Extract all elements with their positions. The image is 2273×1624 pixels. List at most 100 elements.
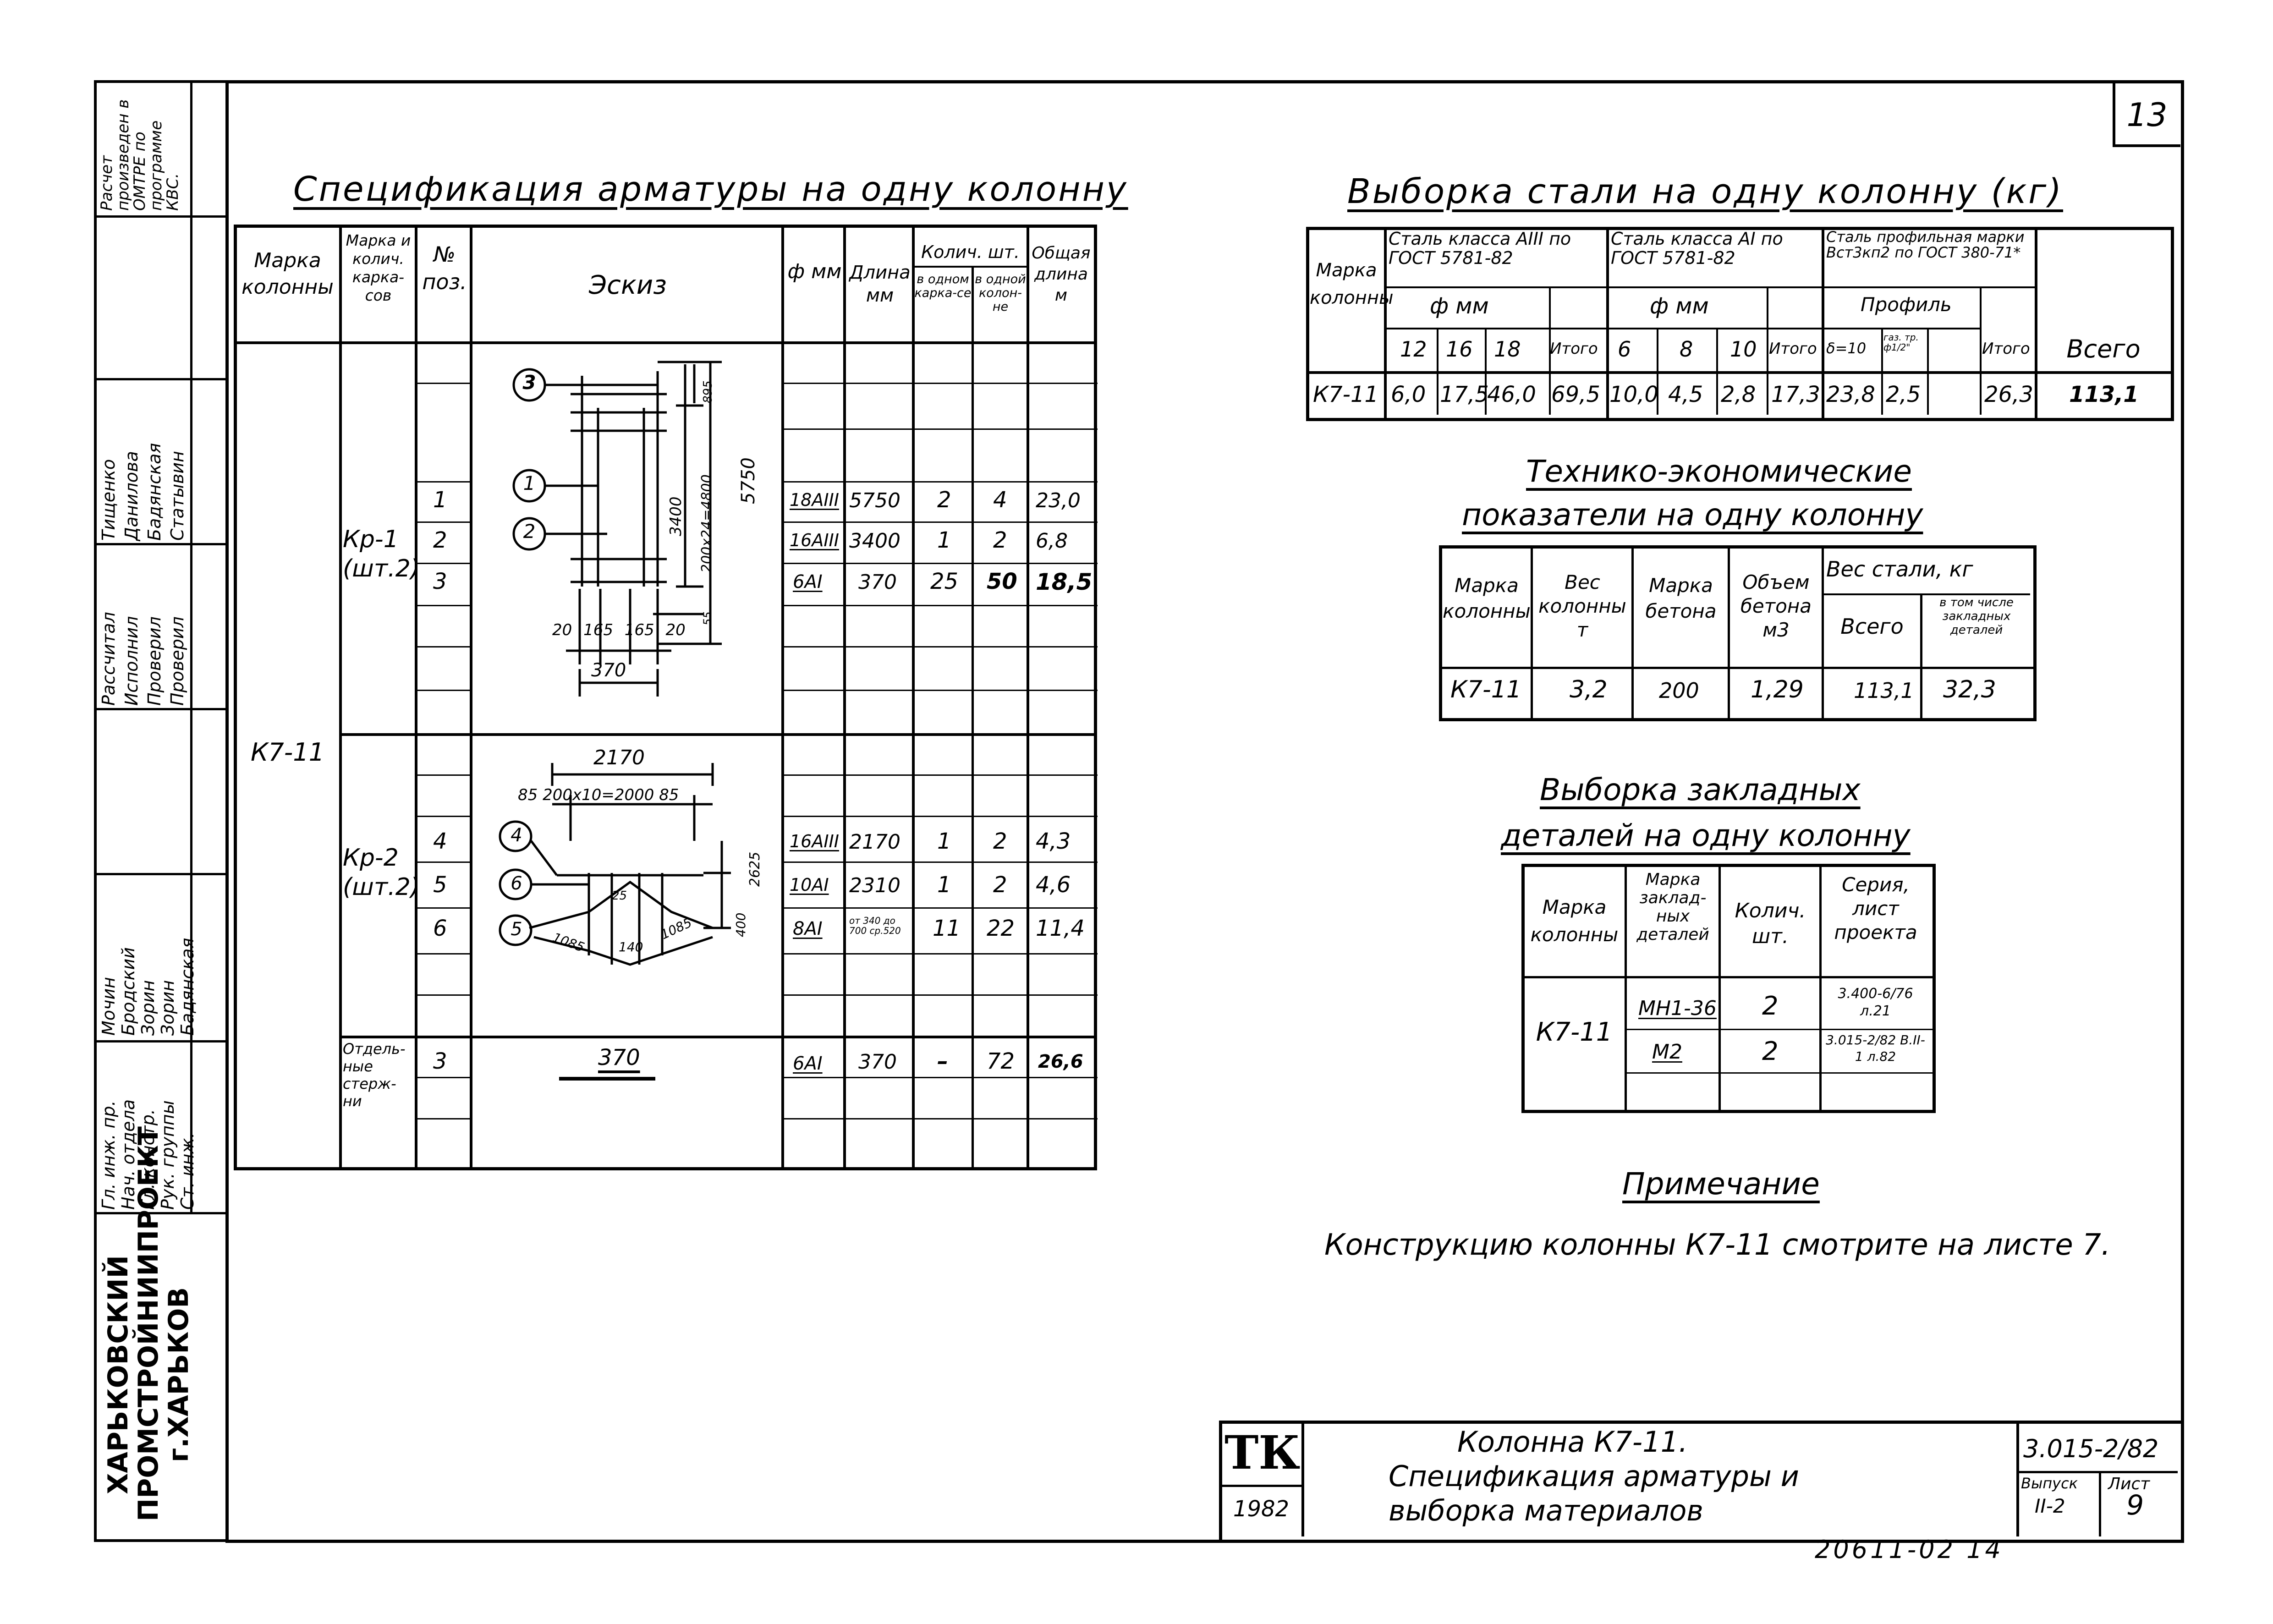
sketch1-dim-top: 895: [701, 380, 715, 403]
steel-sub-gaz: газ. тр. ф1/2": [1883, 332, 1919, 353]
stamp-role-4: Ст. инж.: [177, 1132, 198, 1210]
spec-rowline: [781, 690, 1098, 691]
spec-rowline: [415, 1118, 472, 1119]
embed-detail: МН1-36: [1638, 997, 1717, 1020]
spec-rowline: [415, 690, 472, 691]
spec-rowline: [781, 907, 1098, 909]
steel-val: 23,8: [1826, 382, 1875, 407]
spec-rowline: [415, 481, 472, 483]
cell-total: 26,6: [1038, 1051, 1083, 1072]
left-stamp-strip: [94, 80, 228, 1542]
embed-h-zakl: Марка заклад-ных деталей: [1636, 870, 1709, 944]
stamp-name-3: Зорин: [158, 980, 178, 1036]
spec-h-marka-kolonny: Марка колонны: [242, 249, 334, 299]
cell-per-column: 2: [993, 872, 1007, 898]
tech-row-obem: 1,29: [1751, 676, 1804, 703]
tech-row-vsego: 113,1: [1854, 678, 1914, 703]
tech-hline: [1439, 667, 2037, 669]
cell-diam: 6АI: [793, 1053, 823, 1074]
cell-length: 2310: [849, 874, 900, 897]
cell-total: 18,5: [1036, 569, 1093, 595]
spec-row: 4 16АIII 2170 1 2 4,3: [415, 825, 1098, 864]
spec-h-eskiz: Эскиз: [589, 270, 667, 300]
sketch1-bottom-dims: 20 165 165 20: [552, 621, 686, 639]
cell-poz: 3: [433, 569, 447, 594]
cell-total: 6,8: [1036, 529, 1068, 553]
cell-total: 11,4: [1036, 916, 1085, 941]
spec-vline: [843, 225, 846, 1170]
spec-rowline: [415, 1077, 472, 1078]
spec-column-mark: К7-11: [251, 738, 324, 767]
tech-hline: [1822, 593, 2030, 595]
sketch2-dim-angle: 25: [612, 889, 627, 903]
cell-per-frame: 2: [937, 487, 951, 513]
titleblock-list: 9: [2126, 1489, 2144, 1521]
stamp-name-calc: Тищенко: [99, 459, 119, 541]
sketch-frame-kr1: [512, 361, 722, 697]
sheet-number: 13: [2126, 96, 2168, 134]
embed-series: 3.400-6/76 л.21: [1838, 986, 1913, 1019]
stamp-role-0: Гл. инж. пр.: [99, 1100, 119, 1210]
cell-poz: 4: [433, 828, 447, 854]
steel-sub-itogo1: Итого: [1550, 340, 1598, 358]
embed-hline: [1625, 1029, 1936, 1030]
steel-val: 4,5: [1668, 382, 1703, 407]
tech-table: [1439, 545, 2037, 721]
spec-rowline: [781, 428, 1098, 430]
stamp-col-divider: [190, 80, 192, 1212]
tech-h-vsego: Всего: [1840, 614, 1904, 639]
publisher-logo: ТК: [1224, 1426, 1301, 1480]
cell-per-column: 2: [993, 828, 1007, 854]
titleblock-name-2: Спецификация арматуры и: [1389, 1459, 1799, 1493]
embed-vline: [1819, 864, 1822, 1113]
spec-rowline: [781, 481, 1098, 483]
titleblock-year: 1982: [1233, 1496, 1290, 1522]
tech-h-ves: Вес колонны т: [1538, 571, 1626, 641]
steel-h-prof: Сталь профильная марки Вст3кп2 по ГОСТ 3…: [1826, 228, 2025, 261]
stamp-line: [94, 543, 225, 545]
spec-rowline: [781, 521, 1098, 523]
sketch1-dim-4800: 200х24=4800: [699, 474, 715, 573]
spec-h-poz: № поз.: [422, 242, 467, 294]
steel-vline: [1767, 286, 1768, 415]
titleblock-name-1: Колонна К7-11.: [1457, 1425, 1688, 1459]
steel-vline: [1822, 227, 1824, 421]
spec-hline: [912, 266, 1027, 268]
cell-poz: 2: [433, 527, 447, 553]
steel-title: Выборка стали на одну колонну (кг): [1347, 172, 2064, 211]
cell-diam: 8АI: [793, 918, 823, 939]
steel-sub-6: 6: [1618, 337, 1631, 362]
steel-hline: [1384, 286, 2035, 288]
sketch1-width: 370: [591, 660, 626, 681]
tech-row-beton: 200: [1659, 678, 1699, 703]
sketch2-callout-5: 5: [511, 919, 522, 940]
sketch3-length: 370: [598, 1045, 640, 1070]
spec-rowline: [415, 521, 472, 523]
spec-rowline: [415, 605, 472, 606]
spec-rowline: [415, 383, 472, 384]
tech-vline: [1531, 545, 1533, 721]
title-vline: [2016, 1421, 2019, 1536]
calc-note: Расчет произведен в ОМТРЕ по программе К…: [98, 99, 182, 211]
spec-rowline: [781, 774, 1098, 776]
cell-diam: 10АI: [790, 875, 829, 895]
spec-row: 3 6АI 370 – 72 26,6: [415, 1045, 1098, 1084]
embed-row: МН1-36 2 3.400-6/76 л.21: [1625, 983, 1929, 1026]
spec-rowline: [781, 1077, 1098, 1078]
stamp-line: [94, 873, 225, 875]
stamp-name-check2: Статывин: [167, 450, 187, 541]
stamp-name-4: Бадянская: [177, 938, 198, 1036]
sketch1-dim-bot: 55: [701, 611, 714, 625]
titleblock-name-3: выборка материалов: [1389, 1494, 1703, 1527]
sketch2-dim-2170: 2170: [593, 746, 645, 769]
spec-group-mark: Кр-1(шт.2): [343, 526, 420, 582]
steel-val: 46,0: [1487, 382, 1536, 407]
spec-hline: [339, 733, 1097, 736]
tech-title-1: Технико-экономические: [1526, 454, 1912, 489]
stamp-line: [94, 378, 225, 380]
titleblock-code: 3.015-2/82: [2023, 1434, 2159, 1463]
cell-length: 3400: [849, 529, 900, 553]
spec-h-marka-karkasov: Марка и колич. карка-сов: [346, 231, 411, 304]
spec-vline: [1027, 225, 1029, 1170]
cell-length: 2170: [849, 830, 900, 854]
